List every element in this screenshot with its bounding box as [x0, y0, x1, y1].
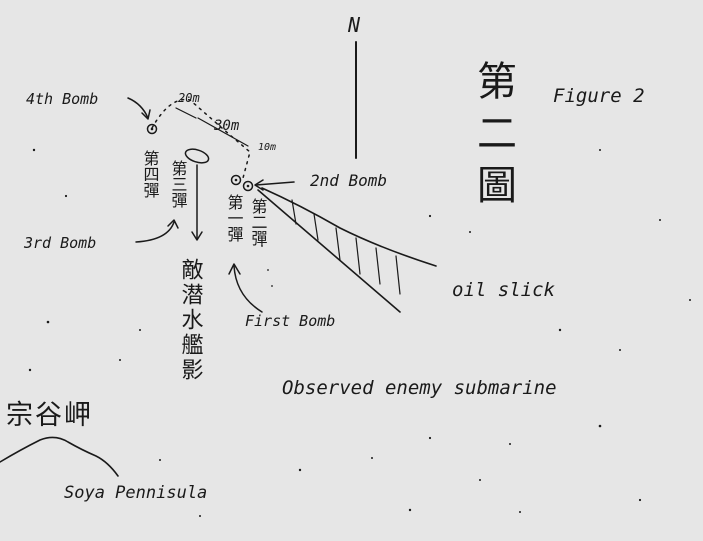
third-bomb-arrow	[135, 221, 175, 243]
first-bomb-arrowhead	[228, 263, 241, 275]
second-bomb-kanji: 第二彈	[249, 198, 268, 247]
north-label: N	[347, 13, 361, 37]
third-bomb-point	[184, 148, 210, 164]
first-bomb-point	[242, 180, 254, 192]
fourth-bomb-kanji: 第四彈	[141, 150, 160, 199]
bomb-points	[146, 123, 254, 192]
figure-label: Figure 2	[553, 85, 645, 107]
first-bomb-arrow	[233, 265, 263, 313]
coastline	[0, 436, 119, 477]
land-label: Soya Pennisula	[64, 483, 207, 503]
enemy-shadow-kanji: 敵潜水艦影	[178, 258, 204, 383]
distance-30m-arrow	[197, 117, 249, 147]
fourth-bomb-arrowhead	[141, 109, 151, 120]
third-bomb-kanji: 第三彈	[169, 160, 188, 209]
shadow-sight-arrowhead	[191, 231, 203, 241]
third-bomb-label: 3rd Bomb	[23, 234, 96, 252]
second-bomb-label: 2nd Bomb	[310, 171, 387, 190]
distance-20m: 20m	[178, 91, 200, 105]
first-bomb-label: First Bomb	[245, 312, 335, 330]
fourth-bomb-arrow	[127, 97, 149, 119]
second-bomb-point	[230, 174, 242, 186]
fourth-bomb-point	[146, 123, 158, 135]
distance-30m: 30m	[213, 118, 240, 134]
figure-title-japanese: 第二圖	[470, 60, 516, 216]
observed-caption: Observed enemy submarine	[282, 377, 557, 399]
oil-slick-area	[257, 187, 437, 313]
land-kanji: 宗谷岬	[6, 400, 93, 431]
third-bomb-arrowhead	[167, 219, 179, 229]
north-arrow: N	[347, 13, 361, 159]
scan-speckles	[28, 148, 691, 517]
distance-10m: 10m	[258, 142, 276, 153]
second-bomb-arrowhead	[254, 179, 264, 191]
distance-20m-arrow	[175, 107, 197, 119]
fourth-bomb-label: 4th Bomb	[26, 90, 98, 108]
oil-slick-label: oil slick	[452, 279, 556, 301]
second-bomb-arrow	[255, 181, 295, 186]
first-bomb-kanji: 第一彈	[225, 194, 244, 243]
